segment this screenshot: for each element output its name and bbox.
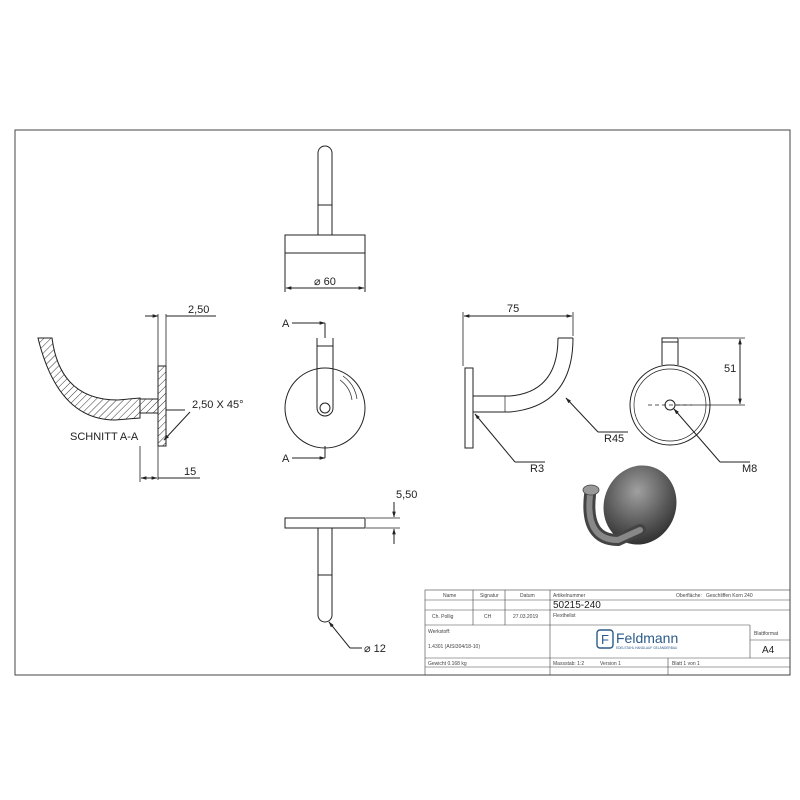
front-view [284,321,366,460]
header-date: Datum [520,593,535,599]
header-surface: Oberfläche: [676,593,702,599]
section-title: SCHNITT A-A [70,431,139,443]
section-marker-top: A [282,318,290,330]
title-block [424,589,791,676]
right-view [629,337,750,463]
drawing-frame [14,129,791,676]
material-label: Werkstoff: [428,629,450,635]
header-article: Artikelnummer [553,593,586,599]
logo-text: Feldmann [616,630,678,646]
bottom-view [284,502,400,649]
logo-mark: F [601,632,609,647]
drawer-signature: CH [484,614,492,620]
section-view [37,314,216,482]
surface-value: Geschliffen Korn 240 [706,593,753,599]
drawer-name: Ch. Pollig [432,614,454,620]
format-label: Blattformat [754,631,779,637]
thread-label: M8 [742,463,757,475]
header-name: Name [443,593,457,599]
feldmann-logo: F Feldmann EDELSTAHL HANDLAUF GELÄNDERBA… [596,629,678,650]
section-width-label: 15 [184,466,196,478]
bottom-offset-label: 5,50 [396,489,417,501]
top-view [284,145,366,292]
logo-tagline: EDELSTAHL HANDLAUF GELÄNDERBAU [616,646,678,650]
article-number: 50215-240 [553,600,601,611]
side-width-label: 75 [507,303,519,315]
weight: Gewicht 0.168 kg [428,661,467,667]
header-signature: Signatur [480,593,499,599]
side-view [462,312,628,463]
bend-radius-label: R45 [604,433,624,445]
format-value: A4 [762,645,775,656]
isometric-view [582,465,677,547]
scale: Massstab: 1:2 [553,661,584,667]
version: Version 1 [600,661,621,667]
rod-diameter-label: ⌀ 12 [364,643,386,655]
note-label: Flexthelist [553,613,576,619]
material-value: 1.4301 (AISI304/18-10) [428,644,480,650]
section-marker-bottom: A [282,453,290,465]
section-thickness-label: 2,50 [188,304,209,316]
right-height-label: 51 [724,363,736,375]
sheet-count: Blatt 1 von 1 [672,661,700,667]
drawing-date: 27.03.2019 [513,614,538,620]
top-diameter-label: ⌀ 60 [314,276,336,288]
chamfer-label: 2,50 X 45° [192,399,244,411]
small-radius-label: R3 [530,463,544,475]
